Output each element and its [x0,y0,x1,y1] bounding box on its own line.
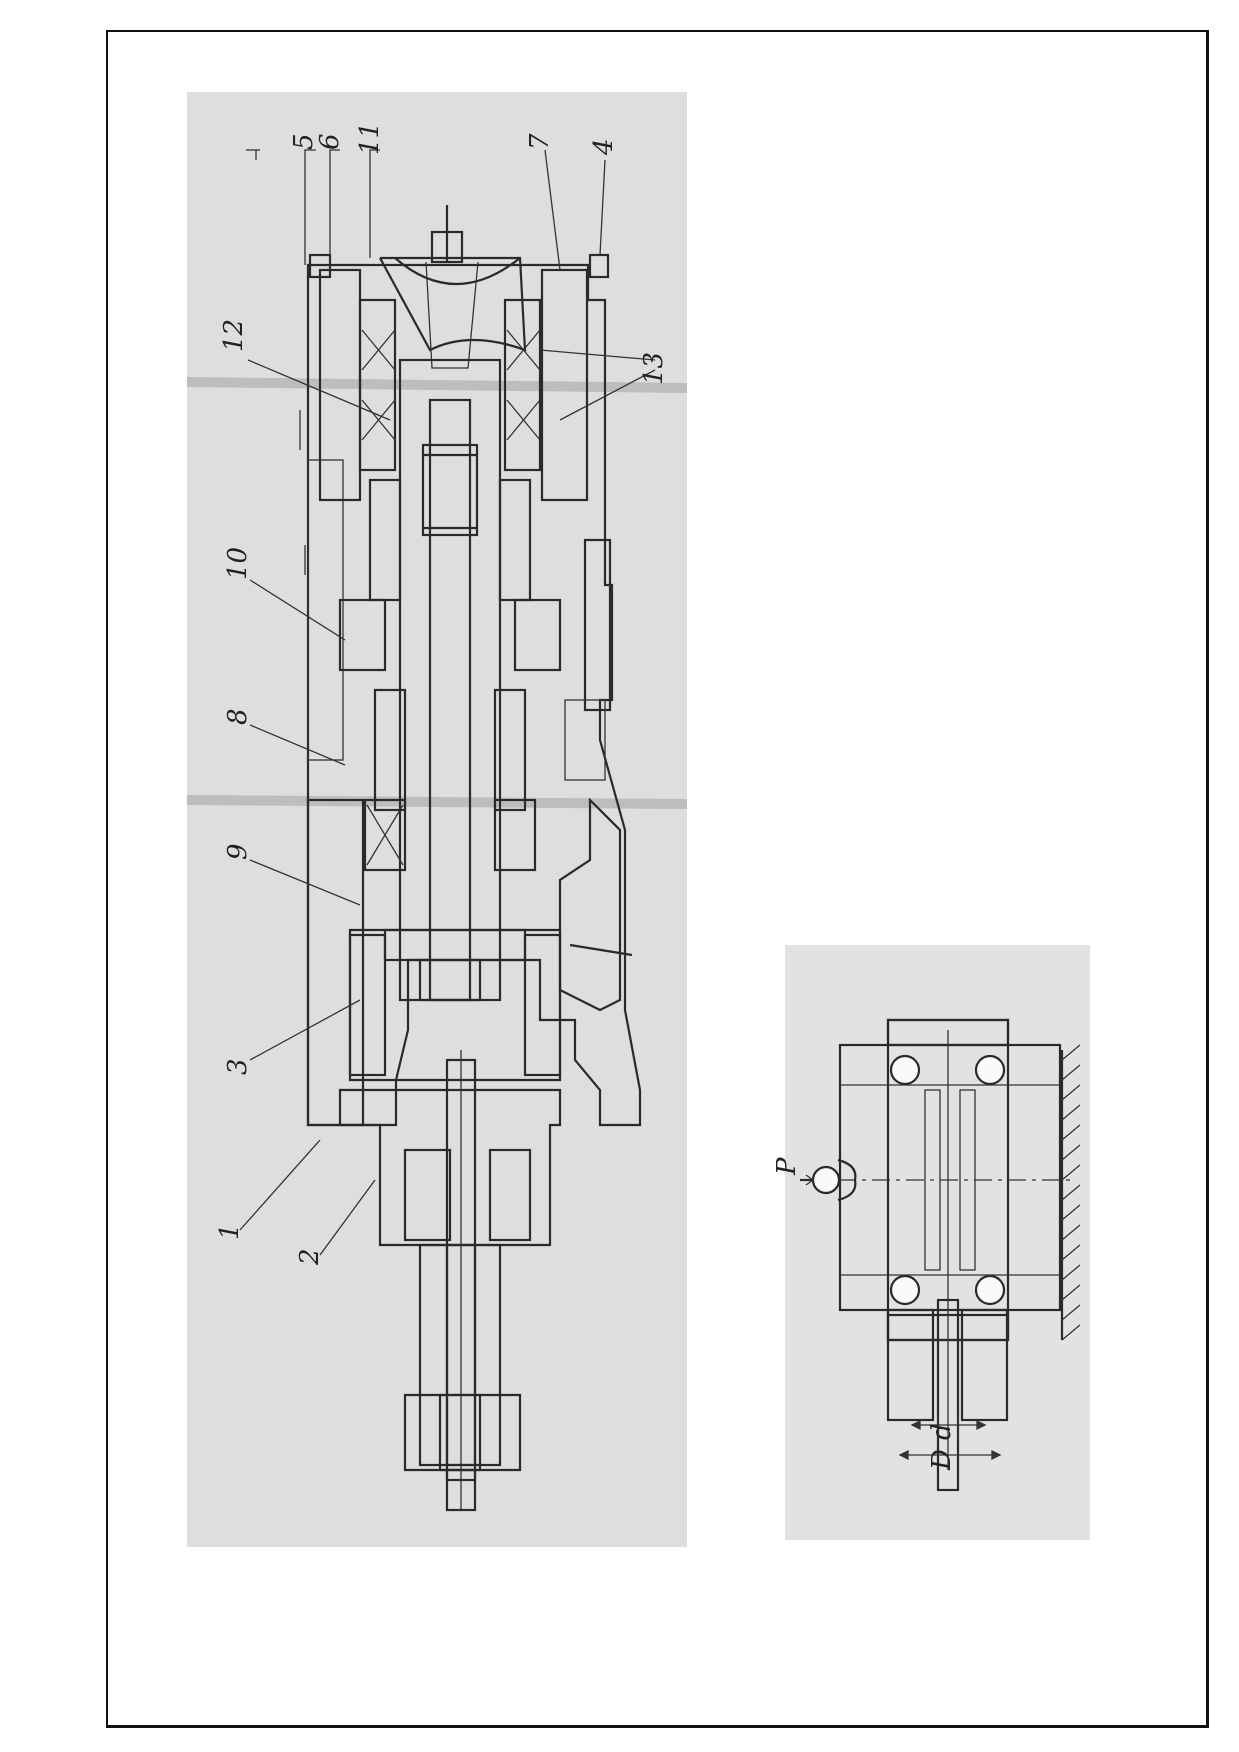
spindle-section-view: 5 6 11 7 4 12 13 10 8 9 3 1 2 [186,92,688,1547]
part-label-4: 4 [589,138,619,156]
part-label-6: 6 [315,133,345,150]
part-label-11: 11 [355,122,385,155]
scan-background [187,92,687,1547]
part-label-1: 1 [215,1223,245,1240]
part-label-3: 3 [223,1058,253,1075]
part-label-9: 9 [223,843,253,860]
ball-icon [889,1054,921,1086]
load-ball-icon [811,1165,841,1195]
part-label-8: 8 [223,708,253,725]
ball-icon [974,1054,1006,1086]
bearing-scheme-view: P d D [772,945,1090,1540]
part-label-7: 7 [525,133,555,150]
force-label-p: P [772,1157,802,1176]
part-label-10: 10 [223,547,253,580]
part-label-12: 12 [219,319,249,352]
part-label-13: 13 [639,352,669,385]
leader-lines [239,149,656,1256]
dim-label-d: d [927,1423,957,1440]
part-label-2: 2 [295,1248,325,1266]
page-frame [106,30,1209,1728]
ball-icon [889,1274,921,1306]
dim-label-D: D [927,1449,957,1471]
part-label-5: 5 [289,133,319,150]
ball-icon [974,1274,1006,1306]
